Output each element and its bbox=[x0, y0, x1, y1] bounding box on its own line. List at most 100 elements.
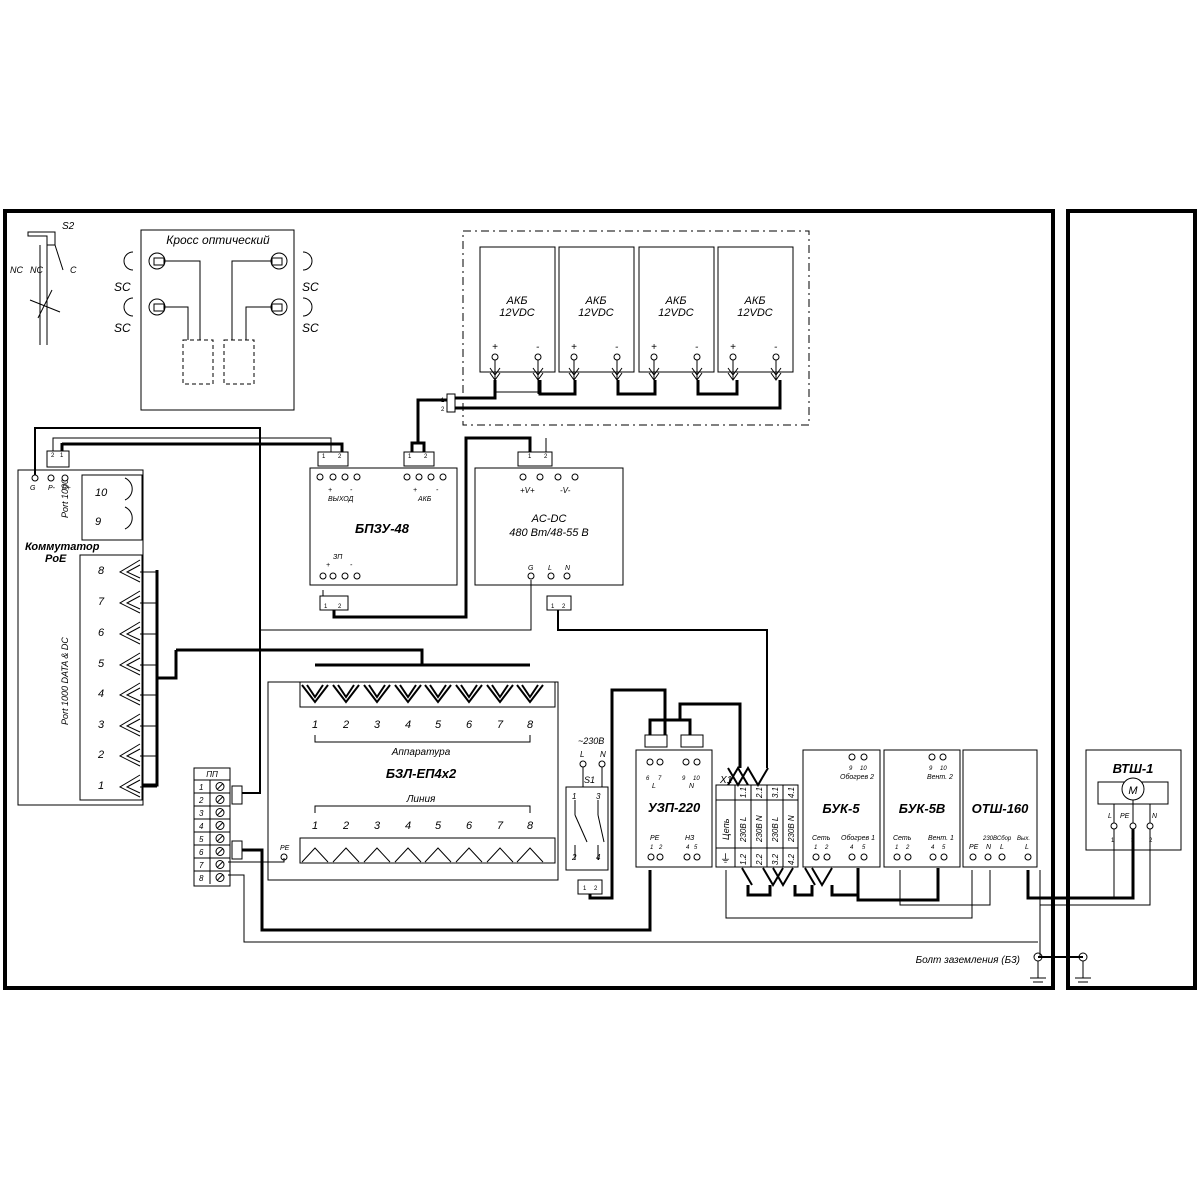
bzl-apparatus-6: 6 bbox=[455, 684, 483, 731]
x1-bottom-4: 4.2 bbox=[787, 853, 796, 865]
bzl-line-label: Линия bbox=[406, 794, 436, 805]
bzl-apparatus-8: 8 bbox=[516, 684, 544, 731]
svg-text:4: 4 bbox=[850, 845, 854, 851]
s1-t1: 1 bbox=[572, 792, 576, 801]
svg-text:+: + bbox=[328, 487, 332, 494]
sc-label-r1: SC bbox=[302, 280, 319, 294]
svg-text:1: 1 bbox=[408, 454, 412, 460]
otsh-l-label: L bbox=[1000, 844, 1004, 851]
buk5v-vent2-label: Вент. 2 bbox=[927, 774, 953, 781]
acdc-vminus-label: -V- bbox=[560, 486, 571, 495]
svg-text:2: 2 bbox=[905, 845, 910, 851]
optical-cross: Кросс оптический SC SC SC SC bbox=[114, 229, 319, 411]
s1-n-label: N bbox=[600, 750, 606, 759]
uzp-title: УЗП-220 bbox=[648, 800, 701, 815]
otsh-ac-label: 230ВСбор bbox=[982, 836, 1012, 842]
ground-label: Болт заземления (Б3) bbox=[916, 955, 1020, 966]
x1-signal-2: 230В N bbox=[755, 815, 764, 843]
poe-port-number: 2 bbox=[97, 749, 104, 761]
battery-label: АКБ bbox=[744, 295, 766, 307]
battery-label: АКБ bbox=[585, 295, 607, 307]
bzl-apparatus-7: 7 bbox=[486, 684, 514, 731]
battery-label: АКБ bbox=[665, 295, 687, 307]
port-1000-label: Port 1000 bbox=[60, 479, 70, 518]
pp-row-4: 4 bbox=[194, 818, 230, 832]
bzl-apparatus-number: 4 bbox=[405, 719, 411, 731]
poe-port-number: 3 bbox=[98, 719, 105, 731]
port-data-label: Port 1000 DATA & DC bbox=[60, 637, 70, 725]
battery-label: АКБ bbox=[506, 295, 528, 307]
svg-text:10: 10 bbox=[860, 766, 867, 772]
buk5v-set-label: Сеть bbox=[893, 835, 912, 842]
buk5v-title: БУК-5В bbox=[899, 801, 946, 816]
terminal-block-x1: X1 Цепь 230В L 230В N 230В L 230В N 1.1 … bbox=[715, 766, 799, 887]
vtsh-title: ВТШ-1 bbox=[1113, 761, 1154, 776]
bpzu-akb-label: АКБ bbox=[417, 496, 432, 503]
svg-text:1: 1 bbox=[814, 845, 817, 851]
sc-label-l2: SC bbox=[114, 321, 131, 335]
battery-voltage: 12VDC bbox=[578, 307, 614, 319]
s2-label: S2 bbox=[62, 221, 75, 232]
buk5-title: БУК-5 bbox=[822, 801, 860, 816]
bzl-line-number: 3 bbox=[374, 820, 381, 832]
svg-text:2: 2 bbox=[424, 454, 428, 460]
svg-text:10: 10 bbox=[693, 776, 700, 782]
poe-port-4: 4 bbox=[98, 682, 157, 706]
pp-row-3: 3 bbox=[194, 805, 230, 819]
door-switch-s2: S2 NC NC C bbox=[10, 221, 77, 345]
bzl-line-number: 1 bbox=[312, 820, 318, 832]
x1-header: Цепь bbox=[721, 818, 731, 840]
battery-plus: + bbox=[651, 342, 657, 353]
pp-row-8: 8 bbox=[194, 870, 230, 884]
bzl-apparatus-1: 1 bbox=[301, 684, 329, 731]
pp-row-1: 1 bbox=[194, 779, 230, 793]
svg-text:+: + bbox=[326, 562, 330, 569]
poe-port-number: 5 bbox=[98, 658, 105, 670]
bzl-line-number: 5 bbox=[435, 820, 442, 832]
poe-switch-subtitle: PoE bbox=[45, 553, 67, 565]
bzl-apparatus-number: 3 bbox=[374, 719, 381, 731]
bzl-line-2: 2 bbox=[332, 820, 360, 863]
s1-t3: 3 bbox=[596, 792, 601, 801]
pp-row-number: 8 bbox=[199, 874, 204, 883]
battery-voltage: 12VDC bbox=[737, 307, 773, 319]
pp-row-number: 3 bbox=[199, 809, 204, 818]
bzl-line-number: 8 bbox=[527, 820, 534, 832]
svg-text:6: 6 bbox=[646, 776, 650, 782]
svg-text:1: 1 bbox=[1111, 838, 1115, 844]
poe-port-number: 4 bbox=[98, 688, 104, 700]
motor-label: M bbox=[1128, 785, 1138, 797]
svg-text:5: 5 bbox=[694, 845, 698, 851]
otsh-out-l-label: L bbox=[1025, 844, 1029, 851]
poe-port-5: 5 bbox=[98, 652, 157, 676]
svg-text:2: 2 bbox=[1149, 838, 1153, 844]
bzl-apparatus-number: 8 bbox=[527, 719, 534, 731]
vtsh-pe-label: PE bbox=[1120, 813, 1130, 820]
x1-pe-icon: ⏚ bbox=[720, 852, 731, 865]
pp-row-number: 5 bbox=[199, 835, 204, 844]
otsh-out-label: Вых. bbox=[1017, 836, 1030, 842]
s1-name: S1 bbox=[584, 775, 595, 785]
pp-row-number: 4 bbox=[199, 822, 204, 831]
s2-nc-label: NC bbox=[10, 265, 23, 275]
buk5-heat2-label: Обогрев 2 bbox=[840, 773, 874, 781]
svg-text:2: 2 bbox=[658, 845, 663, 851]
bpzu-title: БПЗУ-48 bbox=[355, 521, 410, 536]
svg-text:-: - bbox=[350, 487, 353, 494]
x1-bottom-3: 3.2 bbox=[771, 853, 780, 865]
s1-t2: 2 bbox=[571, 853, 577, 862]
svg-text:5: 5 bbox=[942, 845, 946, 851]
bzl-pe-label: PE bbox=[280, 845, 290, 852]
bzl-line-4: 4 bbox=[394, 820, 422, 863]
bpzu-out-label: ВЫХОД bbox=[328, 496, 354, 503]
x1-bottom-1: 1.2 bbox=[739, 853, 748, 865]
bzl-apparatus-number: 5 bbox=[435, 719, 442, 731]
